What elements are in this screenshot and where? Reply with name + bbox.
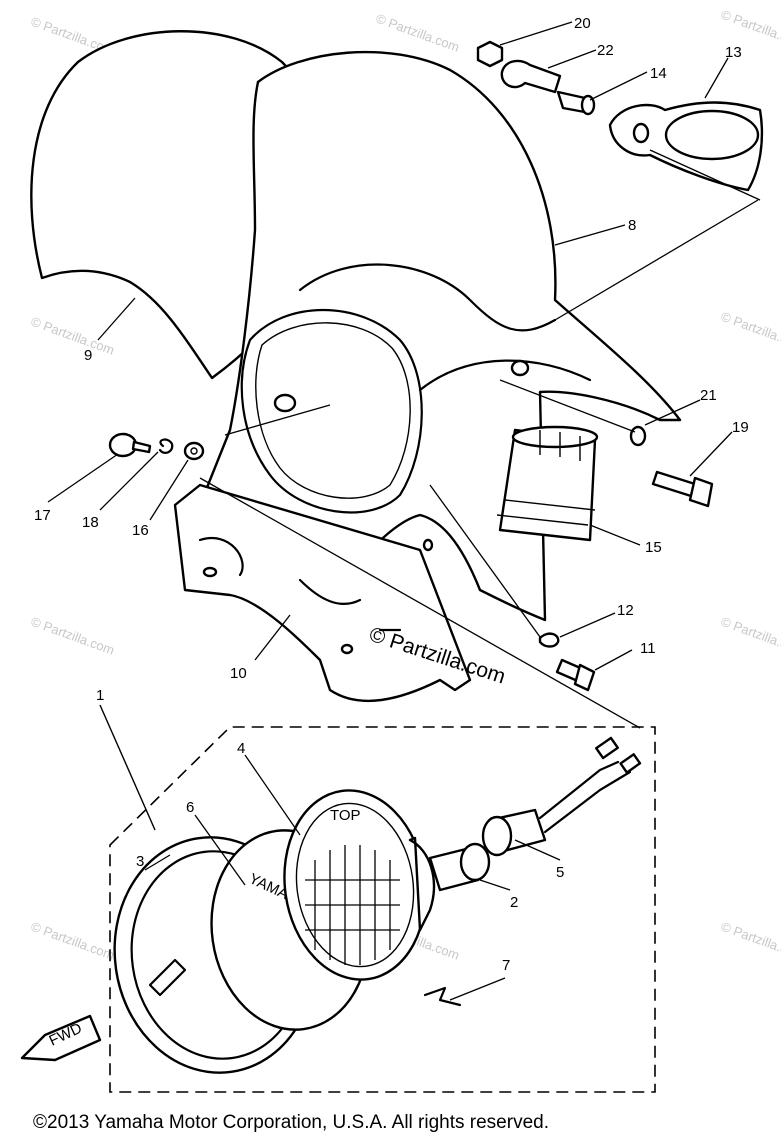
part-7-adjust-spring	[423, 986, 462, 1007]
callout-8: 8	[628, 217, 636, 234]
callout-2: 2	[510, 894, 518, 911]
housing-mount-hole	[273, 393, 297, 413]
watermark-tile: © Partzilla.com	[719, 614, 781, 658]
part-10-bracket	[173, 483, 472, 703]
part-12-washer	[538, 632, 560, 648]
callout-21: 21	[700, 387, 717, 404]
part-8-headlight-housing	[198, 50, 682, 622]
callout-15: 15	[645, 539, 662, 556]
fwd-arrow: FWD	[20, 1014, 102, 1062]
bracket-hole	[202, 566, 218, 578]
callout-20: 20	[574, 15, 591, 32]
callout-3: 3	[136, 853, 144, 870]
callout-7: 7	[502, 957, 510, 974]
housing-mount-hole	[510, 359, 530, 377]
callout-19: 19	[732, 419, 749, 436]
callout-17: 17	[34, 507, 51, 524]
holder-hole	[632, 122, 650, 144]
assembly-connector	[99, 704, 156, 831]
part-2-bulb	[428, 842, 491, 892]
rim-clip	[148, 958, 187, 997]
callout-11: 11	[640, 640, 656, 657]
bracket-hole	[340, 643, 354, 655]
sealed-beam-face	[295, 802, 415, 968]
part-22-clamp	[500, 59, 562, 94]
assembly-frame	[109, 726, 656, 1093]
housing-contour	[418, 359, 592, 392]
part-14-collar	[556, 90, 596, 116]
watermark-tile: © Partzilla.com	[29, 614, 116, 658]
callout-14: 14	[650, 65, 667, 82]
part-11-bolt	[555, 658, 596, 692]
callout-10: 10	[230, 665, 247, 682]
copyright-notice: ©2013 Yamaha Motor Corporation, U.S.A. A…	[33, 1112, 549, 1133]
watermark-tile: © Partzilla.com	[374, 11, 461, 55]
part-16-washer	[183, 441, 205, 461]
part-21-washer	[629, 425, 647, 447]
sealed-beam-back	[408, 836, 436, 932]
watermark-tile: © Partzilla.com	[29, 314, 116, 358]
callout-labels: 20 22 14 13 8 9 21 19 17 18 16 15 10 12 …	[34, 15, 749, 974]
housing-rim-inner	[255, 322, 411, 499]
part-19-bolt	[651, 470, 714, 508]
part-18-lock-washer	[158, 438, 174, 454]
part-15-grommet	[496, 425, 599, 542]
watermark-tile: © Partzilla.com	[719, 919, 781, 963]
watermark-tile: © Partzilla.com	[29, 919, 116, 963]
housing-contour	[298, 263, 557, 332]
holder-bore	[664, 109, 760, 161]
housing-mount-hole	[422, 538, 434, 552]
assembly-lines	[199, 149, 761, 729]
watermark-tile: © Partzilla.com	[719, 309, 781, 353]
part-16-washer-hole	[190, 447, 198, 455]
callout-5: 5	[556, 864, 564, 881]
callout-18: 18	[82, 514, 99, 531]
part-5-socket	[481, 808, 547, 857]
bracket-contour	[198, 537, 402, 632]
callout-16: 16	[132, 522, 149, 539]
callout-4: 4	[237, 740, 245, 757]
socket-wires	[538, 736, 642, 834]
callout-22: 22	[597, 42, 614, 59]
callout-13: 13	[725, 44, 742, 61]
callout-12: 12	[617, 602, 634, 619]
part-17-screw	[108, 432, 152, 458]
callout-leaders	[47, 21, 733, 1001]
top-marking: TOP	[330, 807, 361, 824]
part-20-nut	[476, 40, 504, 68]
callout-1: 1	[96, 687, 104, 704]
housing-rim	[240, 308, 423, 514]
callout-9: 9	[84, 347, 92, 364]
lens-pattern	[305, 845, 400, 965]
callout-6: 6	[186, 799, 194, 816]
